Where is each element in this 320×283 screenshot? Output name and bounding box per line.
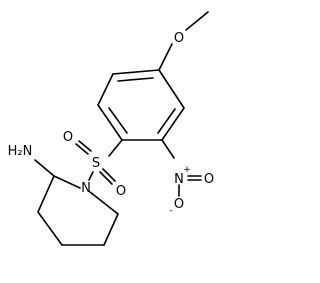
methoxy-group bbox=[158, 11, 209, 71]
bond-c2-amine bbox=[34, 159, 55, 177]
piperidine-ring bbox=[34, 159, 119, 246]
bond-n-c2 bbox=[53, 175, 81, 189]
bond-ring-3 bbox=[97, 104, 123, 141]
bond-ring-nitro bbox=[161, 139, 175, 159]
bond-s-o-top-1 bbox=[75, 143, 89, 155]
sulfonyl-group bbox=[75, 139, 123, 185]
bond-c2-c3 bbox=[37, 175, 55, 213]
molecule-diagram: O O S O N N + O O - H₂N bbox=[8, 11, 214, 246]
bond-o-ring bbox=[158, 43, 173, 71]
amine-label: H₂N bbox=[8, 144, 33, 159]
ring-double-2 bbox=[108, 107, 128, 134]
benzene-ring bbox=[97, 69, 185, 141]
bond-ring-5 bbox=[161, 107, 185, 141]
bond-ring-6 bbox=[158, 69, 185, 109]
sulfonyl-oxygen-bottom-label: O bbox=[116, 184, 126, 199]
bond-s-o-bottom-2 bbox=[102, 168, 116, 182]
bond-c3-c4 bbox=[37, 211, 63, 246]
ring-nitrogen-label: N bbox=[81, 181, 91, 196]
bond-s-o-bottom-1 bbox=[99, 171, 113, 185]
nitro-minus-charge: - bbox=[169, 206, 172, 216]
nitro-plus-charge: + bbox=[183, 165, 191, 175]
nitro-nitrogen-label: N bbox=[174, 172, 184, 187]
methoxy-oxygen-label: O bbox=[174, 31, 184, 46]
bond-ring-2 bbox=[97, 73, 114, 106]
bond-ring-s bbox=[108, 139, 123, 157]
ring-double-1 bbox=[117, 77, 154, 82]
nitro-group bbox=[161, 139, 202, 197]
bond-s-o-top-2 bbox=[78, 140, 92, 152]
nitro-oxygen-bottom-label: O bbox=[174, 197, 184, 212]
bond-s-n bbox=[88, 171, 94, 181]
ring-double-3 bbox=[157, 108, 176, 134]
sulfonyl-oxygen-top-label: O bbox=[63, 130, 73, 145]
bond-c6-n bbox=[89, 191, 119, 215]
nitro-oxygen-right-label: O bbox=[204, 172, 214, 187]
molecule-svg: O O S O N N + O O - H₂N bbox=[8, 11, 214, 246]
sulfur-label: S bbox=[92, 156, 100, 171]
bond-c5-c6 bbox=[103, 213, 119, 246]
bond-ring-1 bbox=[112, 69, 160, 75]
bond-methyl-o bbox=[185, 11, 209, 31]
